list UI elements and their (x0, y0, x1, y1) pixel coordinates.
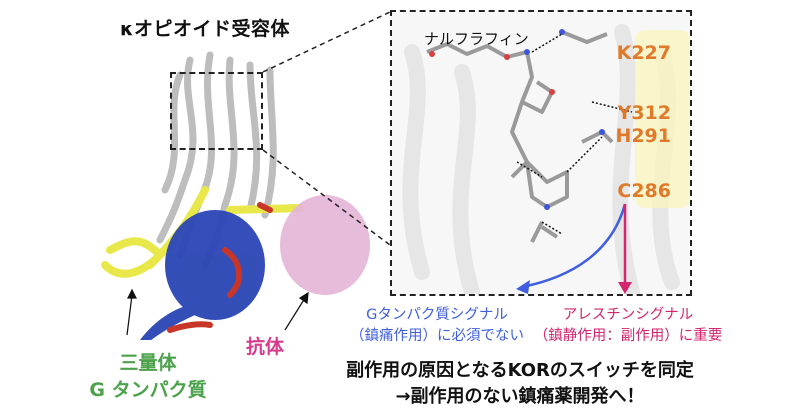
g-protein-label-line2: G タンパク質 (89, 379, 207, 401)
g-protein-signal-arrow (521, 203, 627, 289)
conclusion-line1: 副作用の原因となるKORのスイッチを同定 (346, 360, 694, 381)
arrestin-signal-note: （鎮静作用：副作用）に重要 (533, 328, 723, 344)
g-gamma-subunit (167, 202, 273, 333)
residue-label: Y312 (617, 102, 671, 124)
oxygen-atoms (429, 51, 555, 95)
nitrogen-atoms (524, 29, 605, 210)
g-protein-signal-note: （鎮痛作用）に必須でない (350, 328, 524, 344)
g-protein-label-line1: 三量体 (119, 352, 177, 374)
g-protein-signal-label: Gタンパク質シグナル （鎮痛作用）に必須でない (342, 303, 532, 345)
binding-site-highlight-box (170, 72, 263, 150)
arrestin-signal-title: アレスチンシグナル (562, 307, 694, 323)
protein-complex-illustration (101, 51, 370, 340)
antibody-label: 抗体 (246, 336, 285, 358)
zoom-box-border (390, 10, 692, 296)
ligand-sticks (426, 30, 614, 243)
residue-highlight-panel (635, 30, 690, 208)
residue-label: H291 (615, 125, 671, 147)
residue-label: C286 (617, 180, 671, 202)
residue-label: K227 (616, 42, 671, 64)
g-protein-signal-title: Gタンパク質シグナル (366, 307, 508, 323)
arrestin-signal-label: アレスチンシグナル （鎮静作用：副作用）に重要 (528, 303, 728, 345)
antibody-pointer-arrow (284, 297, 306, 331)
antibody-structure (280, 195, 370, 295)
g-protein-pointer-arrow (126, 294, 133, 336)
conclusion-line2: →副作用のない鎮痛薬開発へ！ (395, 386, 645, 407)
hydrogen-bonds (516, 33, 633, 235)
g-beta-subunit (140, 210, 265, 340)
ligand-label: ナルフラフィン (424, 30, 529, 48)
binding-pocket-view (392, 12, 690, 294)
conclusion: 副作用の原因となるKORのスイッチを同定 →副作用のない鎮痛薬開発へ！ (320, 356, 720, 408)
g-protein-label: 三量体 G タンパク質 (78, 348, 218, 402)
receptor-title: κオピオイド受容体 (120, 18, 290, 40)
